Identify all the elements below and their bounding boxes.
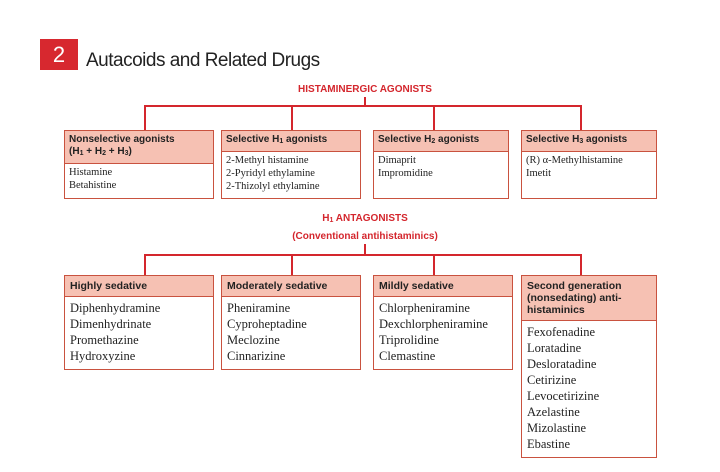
box-heading: Second generation bbox=[527, 280, 622, 292]
box-heading: Moderately sedative bbox=[227, 280, 328, 292]
drug-item: Cyproheptadine bbox=[227, 317, 307, 331]
box-body: (R) α-Methylhistamine Imetit bbox=[522, 152, 656, 182]
connector-line bbox=[291, 105, 293, 132]
drug-item: Promethazine bbox=[70, 333, 139, 347]
selective-h2-agonists-box: Selective H2 agonists Dimaprit Impromidi… bbox=[373, 130, 509, 199]
nonselective-agonists-box: Nonselective agonists (H1 + H2 + H3) His… bbox=[64, 130, 214, 199]
chapter-title: Autacoids and Related Drugs bbox=[86, 50, 320, 71]
box-header: Second generation (nonsedating) anti- hi… bbox=[522, 276, 656, 321]
box-heading: Nonselective agonists bbox=[69, 134, 175, 145]
connector-line bbox=[144, 254, 581, 256]
drug-item: Mizolastine bbox=[527, 421, 587, 435]
box-body: Fexofenadine Loratadine Desloratadine Ce… bbox=[522, 321, 656, 455]
drug-item: Imetit bbox=[526, 168, 552, 179]
box-body: Pheniramine Cyproheptadine Meclozine Cin… bbox=[222, 297, 360, 367]
box-body: Dimaprit Impromidine bbox=[374, 152, 508, 182]
connector-line bbox=[144, 254, 146, 276]
drug-item: Triprolidine bbox=[379, 333, 439, 347]
connector-line bbox=[364, 97, 366, 106]
connector-line bbox=[433, 254, 435, 276]
drug-item: Diphenhydramine bbox=[70, 301, 161, 315]
box-body: Histamine Betahistine bbox=[65, 164, 213, 194]
drug-item: Chlorpheniramine bbox=[379, 301, 470, 315]
drug-item: Azelastine bbox=[527, 405, 580, 419]
drug-item: 2-Methyl histamine bbox=[226, 155, 309, 166]
drug-item: Dimenhydrinate bbox=[70, 317, 152, 331]
box-heading: Selective H3 agonists bbox=[526, 134, 628, 145]
box-heading: (H1 + H2 + H3) bbox=[69, 146, 132, 157]
box-heading: Mildly sedative bbox=[379, 280, 454, 292]
box-header: Nonselective agonists (H1 + H2 + H3) bbox=[65, 131, 213, 164]
highly-sedative-box: Highly sedative Diphenhydramine Dimenhyd… bbox=[64, 275, 214, 370]
chapter-number: 2 bbox=[40, 39, 78, 70]
box-header: Highly sedative bbox=[65, 276, 213, 297]
connector-line bbox=[144, 105, 581, 107]
box-header: Selective H3 agonists bbox=[522, 131, 656, 152]
box-heading: histaminics bbox=[527, 304, 585, 316]
box-heading: Selective H1 agonists bbox=[226, 134, 328, 145]
drug-item: Cinnarizine bbox=[227, 349, 286, 363]
drug-item: 2-Pyridyl ethylamine bbox=[226, 168, 315, 179]
selective-h3-agonists-box: Selective H3 agonists (R) α-Methylhistam… bbox=[521, 130, 657, 199]
connector-line bbox=[364, 244, 366, 256]
drug-item: Cetirizine bbox=[527, 373, 577, 387]
agonists-title: HISTAMINERGIC AGONISTS bbox=[298, 84, 432, 95]
drug-item: Hydroxyzine bbox=[70, 349, 136, 363]
drug-item: 2-Thizolyl ethylamine bbox=[226, 181, 320, 192]
connector-line bbox=[144, 105, 146, 132]
box-header: Moderately sedative bbox=[222, 276, 360, 297]
box-header: Mildly sedative bbox=[374, 276, 512, 297]
drug-item: Betahistine bbox=[69, 180, 117, 191]
moderately-sedative-box: Moderately sedative Pheniramine Cyprohep… bbox=[221, 275, 361, 370]
drug-item: Ebastine bbox=[527, 437, 571, 451]
mildly-sedative-box: Mildly sedative Chlorpheniramine Dexchlo… bbox=[373, 275, 513, 370]
box-body: Diphenhydramine Dimenhydrinate Promethaz… bbox=[65, 297, 213, 367]
box-heading: (nonsedating) anti- bbox=[527, 292, 622, 304]
antagonists-title: H1 ANTAGONISTS bbox=[322, 213, 408, 224]
drug-item: Fexofenadine bbox=[527, 325, 596, 339]
box-header: Selective H1 agonists bbox=[222, 131, 360, 152]
drug-item: Pheniramine bbox=[227, 301, 291, 315]
drug-item: Dexchlorpheniramine bbox=[379, 317, 488, 331]
box-body: Chlorpheniramine Dexchlorpheniramine Tri… bbox=[374, 297, 512, 367]
drug-item: Histamine bbox=[69, 167, 113, 178]
drug-item: Meclozine bbox=[227, 333, 280, 347]
antagonists-subtitle: (Conventional antihistaminics) bbox=[292, 231, 438, 242]
drug-item: Clemastine bbox=[379, 349, 436, 363]
drug-item: Levocetirizine bbox=[527, 389, 600, 403]
box-heading: Highly sedative bbox=[70, 280, 148, 292]
drug-item: Dimaprit bbox=[378, 155, 416, 166]
connector-line bbox=[580, 254, 582, 276]
selective-h1-agonists-box: Selective H1 agonists 2-Methyl histamine… bbox=[221, 130, 361, 199]
drug-item: Loratadine bbox=[527, 341, 582, 355]
box-body: 2-Methyl histamine 2-Pyridyl ethylamine … bbox=[222, 152, 360, 195]
connector-line bbox=[291, 254, 293, 276]
drug-item: Impromidine bbox=[378, 168, 433, 179]
box-header: Selective H2 agonists bbox=[374, 131, 508, 152]
second-generation-box: Second generation (nonsedating) anti- hi… bbox=[521, 275, 657, 458]
connector-line bbox=[433, 105, 435, 132]
box-heading: Selective H2 agonists bbox=[378, 134, 480, 145]
connector-line bbox=[580, 105, 582, 132]
drug-item: (R) α-Methylhistamine bbox=[526, 155, 623, 166]
drug-item: Desloratadine bbox=[527, 357, 597, 371]
